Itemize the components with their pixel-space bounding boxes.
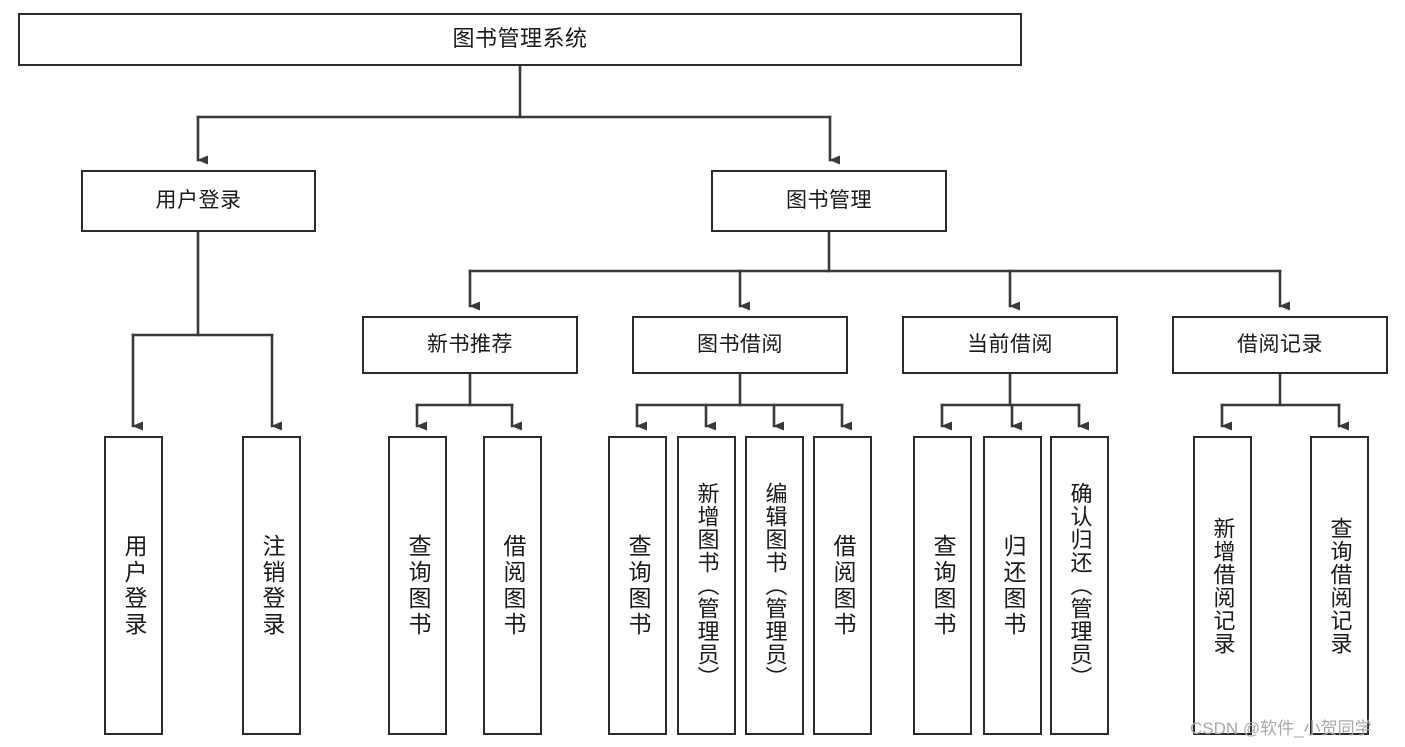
node-leaf-borrow-book-recommend[interactable]: 借阅图书 [483,436,542,735]
node-label: 注销登录 [259,533,285,638]
node-label: 图书借阅 [697,333,783,357]
node-label: 用户登录 [155,189,242,213]
node-leaf-logout-login[interactable]: 注销登录 [242,436,301,735]
node-label: 图书管理 [786,189,872,213]
node-label: 用户登录 [121,533,147,638]
node-label: 图书管理系统 [452,26,588,52]
node-leaf-edit-book[interactable]: 编辑图书（管理员） [745,436,804,735]
node-borrow-record[interactable]: 借阅记录 [1172,316,1388,374]
node-label: 查询图书 [930,533,956,638]
node-leaf-query-borrow-record[interactable]: 查询借阅记录 [1310,436,1369,735]
node-leaf-query-book-borrow[interactable]: 查询图书 [608,436,667,735]
node-label: 确认归还（管理员） [1067,482,1093,689]
node-label: 借阅图书 [830,533,856,638]
node-label: 当前借阅 [967,333,1053,357]
node-current-borrow[interactable]: 当前借阅 [902,316,1118,374]
node-label: 新书推荐 [427,333,513,357]
node-leaf-query-book-recommend[interactable]: 查询图书 [388,436,447,735]
node-label: 查询借阅记录 [1327,516,1353,655]
node-label: 查询图书 [405,533,431,638]
node-user-login[interactable]: 用户登录 [81,170,316,232]
node-new-book-recommend[interactable]: 新书推荐 [362,316,578,374]
node-leaf-add-book[interactable]: 新增图书（管理员） [677,436,736,735]
node-leaf-add-borrow-record[interactable]: 新增借阅记录 [1193,436,1252,735]
node-book-manage[interactable]: 图书管理 [711,170,947,232]
node-leaf-confirm-return[interactable]: 确认归还（管理员） [1050,436,1109,735]
csdn-watermark: CSDN @软件_小贺同学 [1190,719,1372,738]
node-leaf-borrow-book[interactable]: 借阅图书 [813,436,872,735]
node-leaf-return-book[interactable]: 归还图书 [983,436,1042,735]
node-label: 新增图书（管理员） [694,482,720,689]
node-label: 借阅记录 [1237,333,1323,357]
node-label: 归还图书 [1000,533,1026,638]
node-label: 查询图书 [625,533,651,638]
node-book-borrow[interactable]: 图书借阅 [632,316,848,374]
node-leaf-user-login[interactable]: 用户登录 [104,436,163,735]
node-leaf-query-book-current[interactable]: 查询图书 [913,436,972,735]
node-root-system[interactable]: 图书管理系统 [18,13,1022,66]
node-label: 新增借阅记录 [1210,516,1236,655]
node-label: 编辑图书（管理员） [762,482,788,689]
node-label: 借阅图书 [500,533,526,638]
